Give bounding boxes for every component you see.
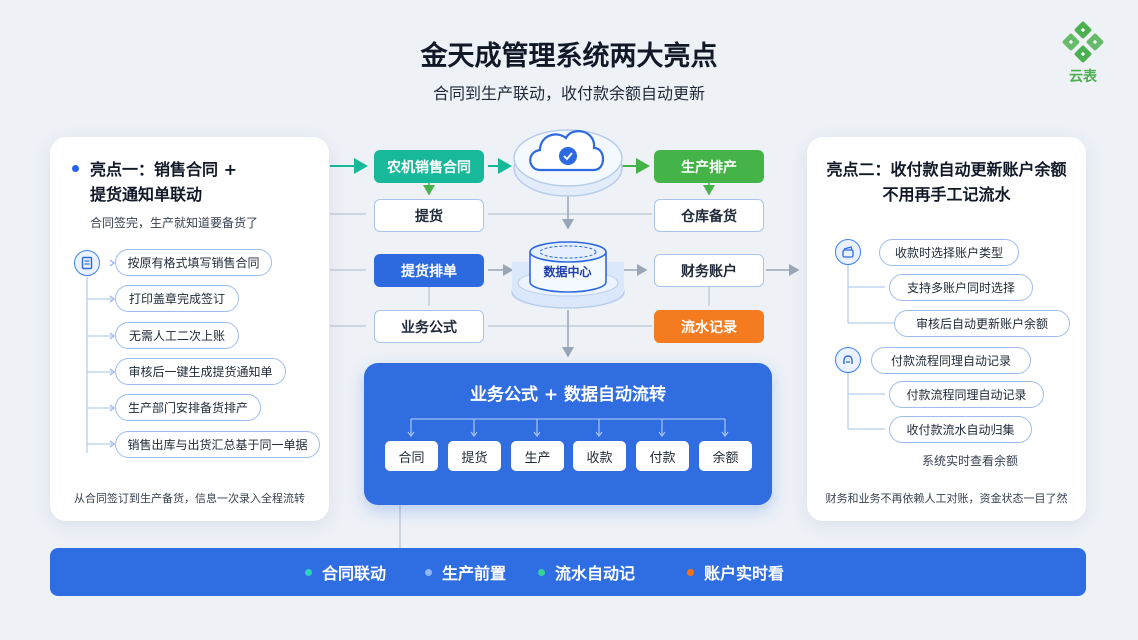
highlight-two-card: 亮点二：收付款自动更新账户余额 不用再手工记流水 收款时选择账户类型 支持多账户… [807,137,1086,521]
document-icon [74,250,100,276]
summary-bar: 合同联动 生产前置 流水自动记 账户实时看 [50,548,1086,596]
title-bullet [72,165,79,172]
receive-step: 审核后自动更新账户余额 [894,310,1070,337]
highlight-one-title-line2: 提货通知单联动 [90,185,203,204]
highlight-two-title-line1: 亮点二：收付款自动更新账户余额 [826,160,1067,179]
summary-item: 账户实时看 [687,548,784,596]
finance-account-box: 财务账户 [654,254,764,287]
formula-panel-connectors [407,418,729,438]
chip-balance: 余额 [699,441,752,471]
highlight-one-title-line1: 亮点一：销售合同 + [90,160,237,179]
step-item: 销售出库与出货汇总基于同一单据 [115,431,320,458]
balance-note: 系统实时查看余额 [921,454,1018,468]
payment-icon [835,347,861,373]
logo-text: 云表 [1069,69,1097,85]
summary-dot [425,568,432,576]
chip-contract: 合同 [385,441,438,471]
production-schedule-box: 生产排产 [654,150,764,183]
highlight-two-title-line2: 不用再手工记流水 [882,185,1011,204]
ledger-record-box: 流水记录 [654,310,764,343]
steps-tree-lines [86,259,116,453]
logo-icon [1062,21,1104,63]
sales-contract-box: 农机销售合同 [374,150,484,183]
payment-step: 收付款流水自动归集 [889,416,1032,443]
step-item: 审核后一键生成提货通知单 [115,358,286,385]
summary-item: 流水自动记 [538,548,635,596]
cloud-icon [513,129,623,197]
receive-step: 支持多账户同时选择 [889,274,1033,301]
highlight-one-footer: 从合同签订到生产备货，信息一次录入全程流转 [74,492,305,505]
summary-item: 合同联动 [305,548,386,596]
summary-dot [538,568,545,576]
page-subtitle: 合同到生产联动，收付款余额自动更新 [432,84,705,103]
step-item: 打印盖章完成签订 [115,285,239,312]
highlight-one-card: 亮点一：销售合同 + 提货通知单联动 合同签完，生产就知道要备货了 按原有格式填… [50,137,329,521]
summary-dot [305,568,312,576]
summary-item: 生产前置 [425,548,506,596]
receive-step: 收款时选择账户类型 [879,239,1019,266]
chip-pickup: 提货 [448,441,501,471]
summary-label: 生产前置 [442,564,507,583]
payment-step: 付款流程同理自动记录 [889,381,1044,408]
summary-dot [687,568,694,576]
formula-panel: 业务公式 + 数据自动流转 合同 提货 生产 收款 付款 余额 [364,363,772,505]
account-tree-lines [847,265,899,430]
pickup-box: 提货 [374,199,484,232]
wallet-icon [835,239,861,265]
page-title: 金天成管理系统两大亮点 [420,41,718,72]
step-item: 无需人工二次上账 [115,322,239,349]
warehouse-prep-box: 仓库备货 [654,199,764,232]
database-icon [511,241,625,309]
step-item: 生产部门安排备货排产 [115,394,261,421]
data-center-label: 数据中心 [543,265,592,279]
chip-production: 生产 [511,441,564,471]
logo: 云表 [1055,20,1111,86]
highlight-two-title: 亮点二：收付款自动更新账户余额 不用再手工记流水 [807,157,1086,207]
summary-label: 账户实时看 [704,564,785,583]
business-formula-box: 业务公式 [374,310,484,343]
summary-label: 流水自动记 [555,564,636,583]
highlight-two-footer: 财务和业务不再依赖人工对账，资金状态一目了然 [825,492,1068,505]
summary-label: 合同联动 [322,564,387,583]
chip-payment: 付款 [636,441,689,471]
formula-panel-title: 业务公式 + 数据自动流转 [469,385,667,405]
chip-receipt: 收款 [573,441,626,471]
pickup-schedule-box: 提货排单 [374,254,484,287]
step-item: 按原有格式填写销售合同 [115,249,272,276]
payment-step: 付款流程同理自动记录 [871,347,1031,374]
highlight-one-title: 亮点一：销售合同 + 提货通知单联动 [90,157,320,207]
highlight-one-description: 合同签完，生产就知道要备货了 [90,216,259,230]
